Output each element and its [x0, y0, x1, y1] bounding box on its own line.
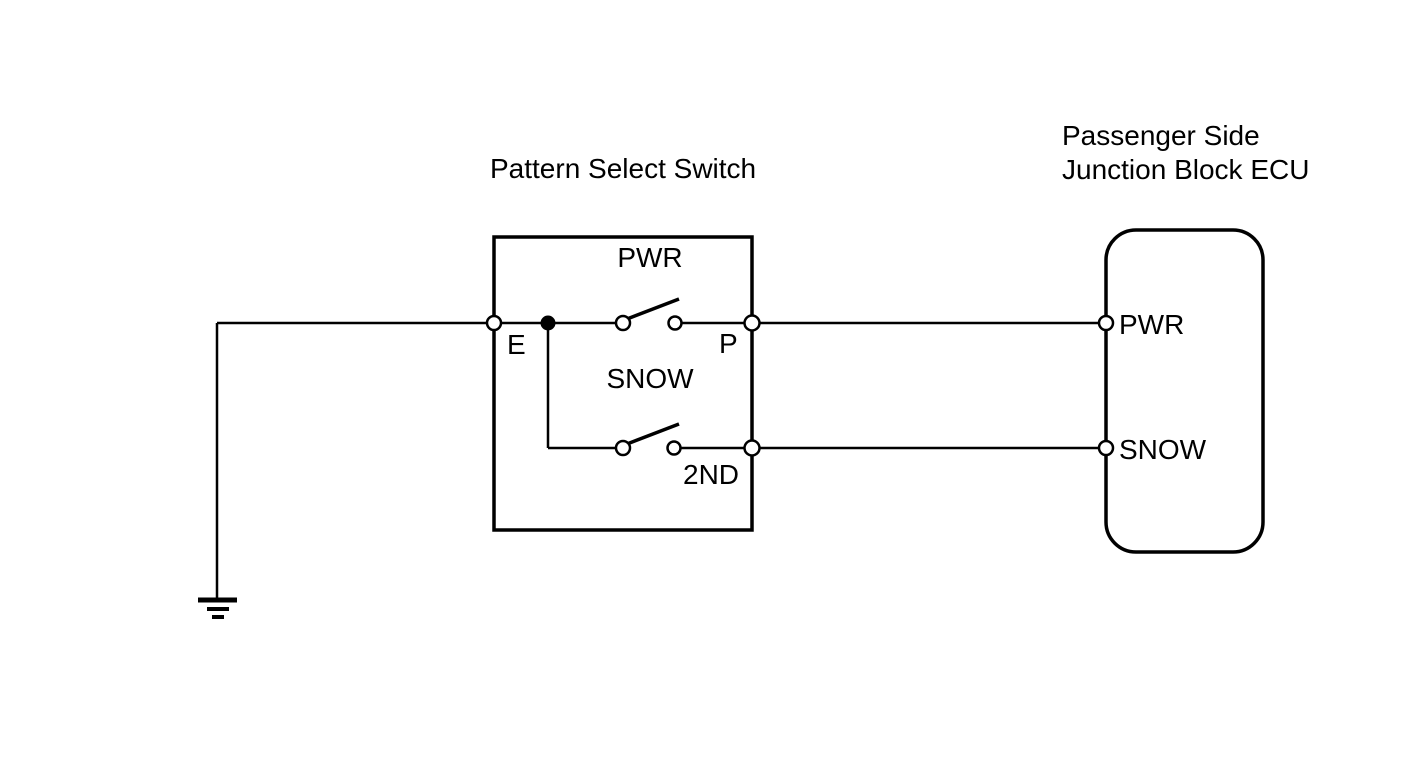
snow-switch-blade [626, 422, 680, 446]
terminal-2nd [743, 439, 761, 457]
ecu-terminal-label-snow: SNOW [1119, 434, 1207, 465]
pwr-switch-contact-right [667, 315, 683, 331]
ecu-terminal-pwr [1097, 314, 1115, 332]
ground-icon [198, 597, 237, 619]
switch-mode-label-pwr: PWR [617, 242, 682, 273]
terminal-e [485, 314, 503, 332]
snow-switch-contact-right [666, 440, 682, 456]
switch-mode-label-snow: SNOW [606, 363, 694, 394]
ecu-title-line1: Passenger Side [1062, 120, 1260, 151]
snow-switch-contact-left [614, 439, 632, 457]
terminal-label-e: E [507, 329, 526, 360]
pwr-switch-blade [626, 297, 680, 321]
ecu-terminal-label-pwr: PWR [1119, 309, 1184, 340]
terminal-label-2nd: 2ND [683, 459, 739, 490]
ecu-title-line2: Junction Block ECU [1062, 154, 1309, 185]
junction-block-ecu-box [1104, 228, 1265, 554]
pattern-select-switch-title: Pattern Select Switch [490, 153, 756, 184]
pattern-select-switch-box [492, 235, 754, 532]
pwr-switch-contact-left [614, 314, 632, 332]
terminal-label-p: P [719, 328, 738, 359]
terminal-p [743, 314, 761, 332]
ecu-terminal-snow [1097, 439, 1115, 457]
junction-dot [540, 315, 556, 331]
